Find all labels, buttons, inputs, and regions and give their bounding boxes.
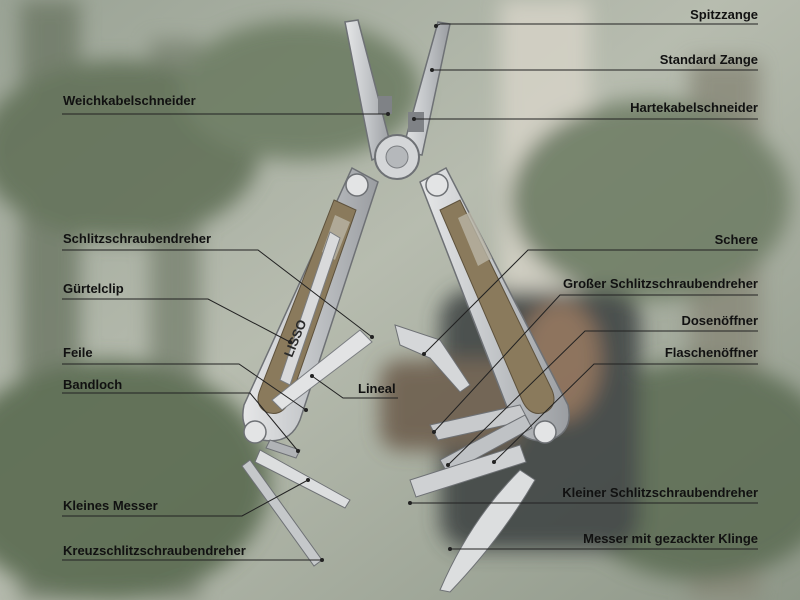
scissors <box>394 324 471 393</box>
label-dosenoeffner: Dosenöffner <box>681 313 758 328</box>
label-feile: Feile <box>63 345 93 360</box>
leader-schlitzschraubendreher <box>62 249 373 338</box>
leader-feile <box>62 363 307 411</box>
label-kreuzschlitzschraubendreher: Kreuzschlitzschraubendreher <box>63 543 246 558</box>
label-flaschenoeffner: Flaschenöffner <box>664 345 758 360</box>
label-schere: Schere <box>714 232 758 247</box>
multitool: LISSO <box>241 19 570 593</box>
label-messer-mit-gezackter-klinge: Messer mit gezackter Klinge <box>583 531 758 546</box>
label-weichkabelschneider: Weichkabelschneider <box>63 93 196 108</box>
leader-schere <box>423 249 758 355</box>
label-schlitzschraubendreher: Schlitzschraubendreher <box>63 231 212 246</box>
label-hartekabelschneider: Hartekabelschneider <box>630 100 758 115</box>
leader-guertelclip <box>62 298 291 343</box>
leader-kleines-messer <box>62 479 309 517</box>
leader-dosenoeffner <box>447 330 758 466</box>
leader-lineal <box>311 375 398 399</box>
leader-dots <box>288 24 496 562</box>
leader-bandloch <box>62 392 299 452</box>
right-handle-insert <box>439 199 555 414</box>
label-standard-zange: Standard Zange <box>659 52 758 67</box>
label-lineal: Lineal <box>358 381 396 396</box>
label-guertelclip: Gürtelclip <box>63 281 124 296</box>
leader-grosser-schlitz <box>433 294 758 433</box>
ruler <box>271 329 373 411</box>
label-bandloch: Bandloch <box>63 377 123 392</box>
serrated-knife <box>439 469 536 593</box>
label-grosser-schlitzschraubendreher: Großer Schlitzschraubendreher <box>562 276 758 291</box>
label-kleines-messer: Kleines Messer <box>63 498 158 513</box>
belt-clip <box>279 231 341 386</box>
phillips-screwdriver <box>241 459 323 567</box>
small-knife <box>254 449 351 509</box>
leader-flaschenoeffner <box>493 363 758 463</box>
label-spitzzange: Spitzzange <box>690 7 758 22</box>
label-kleiner-schlitzschraubendreher: Kleiner Schlitzschraubendreher <box>562 485 758 500</box>
